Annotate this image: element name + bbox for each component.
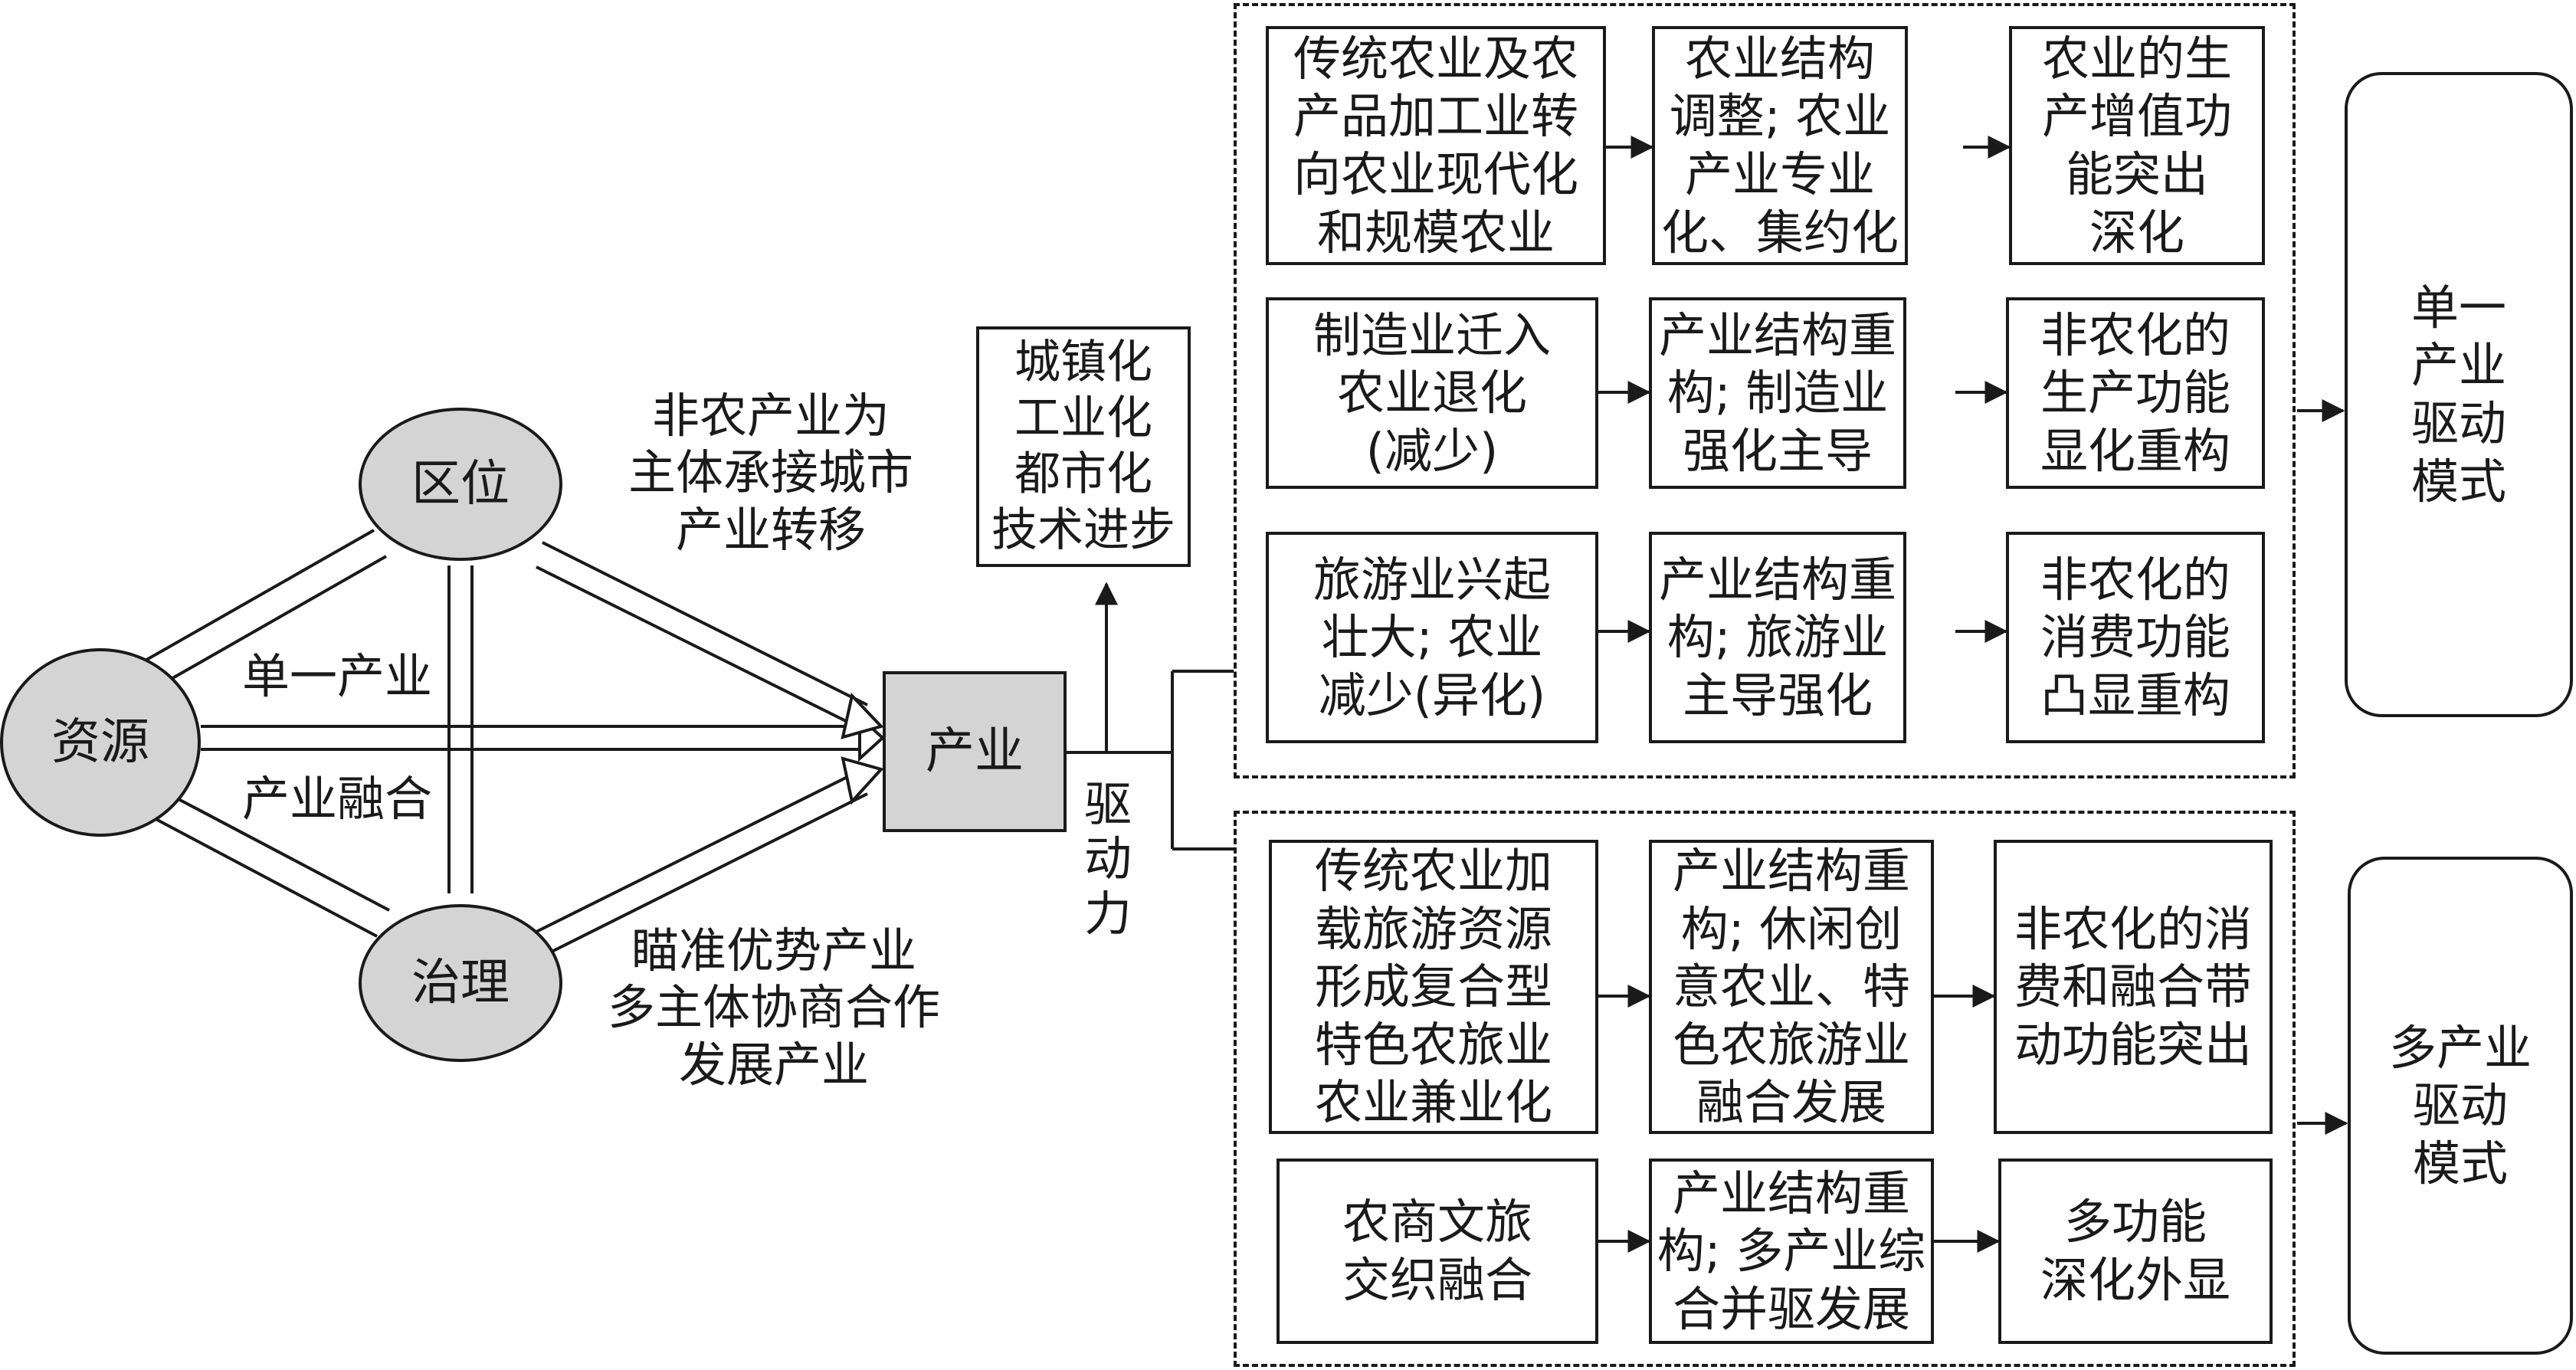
driving-force-bracket xyxy=(1067,670,1234,851)
industry-node: 产业 xyxy=(883,671,1067,832)
multi-row2-change: 产业结构重 构; 多产业综 合并驱发展 xyxy=(1649,1159,1934,1344)
multi-row2-function: 多功能 深化外显 xyxy=(1998,1159,2273,1344)
single-industry-label: 单一产业 xyxy=(241,648,432,704)
industry-fusion-label: 产业融合 xyxy=(241,771,432,827)
multi-industry-mode: 多产业 驱动 模式 xyxy=(2348,857,2573,1355)
governance-node: 治理 xyxy=(359,904,562,1062)
multi-row2-cause: 农商文旅 交织融合 xyxy=(1277,1159,1598,1344)
double-line-connectors xyxy=(120,529,868,958)
single-row2-change: 产业结构重 构; 制造业 强化主导 xyxy=(1649,297,1906,489)
single-row3-change: 产业结构重 构; 旅游业 主导强化 xyxy=(1649,532,1906,743)
outcome-box: 城镇化 工业化 都市化 技术进步 xyxy=(976,326,1191,567)
resource-node: 资源 xyxy=(0,648,201,837)
flow-arrows xyxy=(1598,136,2348,1253)
single-row3-function: 非农化的 消费功能 凸显重构 xyxy=(2006,532,2265,743)
driving-force-label: 驱 动 力 xyxy=(1083,776,1132,942)
single-industry-mode: 单一 产业 驱动 模式 xyxy=(2345,72,2573,717)
single-row1-change: 农业结构 调整; 农业 产业专业 化、集约化 xyxy=(1652,26,1908,265)
single-row2-cause: 制造业迁入 农业退化 (减少) xyxy=(1266,297,1598,489)
single-industry-group xyxy=(1234,3,2296,778)
location-to-industry-label: 非农产业为 主体承接城市 产业转移 xyxy=(628,388,913,558)
multi-row1-cause: 传统农业加 载旅游资源 形成复合型 特色农旅业 农业兼业化 xyxy=(1269,840,1598,1134)
governance-to-industry-label: 瞄准优势产业 多主体协商合作 发展产业 xyxy=(607,923,940,1093)
multi-row1-change: 产业结构重 构; 休闲创 意农业、特 色农旅游业 融合发展 xyxy=(1649,840,1934,1134)
multi-industry-group xyxy=(1234,811,2296,1367)
single-row2-function: 非农化的 生产功能 显化重构 xyxy=(2006,297,2265,489)
location-node: 区位 xyxy=(359,408,562,561)
single-row1-cause: 传统农业及农 产品加工业转 向农业现代化 和规模农业 xyxy=(1266,26,1606,265)
hollow-arrowheads xyxy=(841,692,885,805)
single-row1-function: 农业的生 产增值功 能突出 深化 xyxy=(2009,26,2265,265)
multi-row1-function: 非农化的消 费和融合带 动功能突出 xyxy=(1994,840,2273,1134)
single-row3-cause: 旅游业兴起 壮大; 农业 减少(异化) xyxy=(1266,532,1598,743)
